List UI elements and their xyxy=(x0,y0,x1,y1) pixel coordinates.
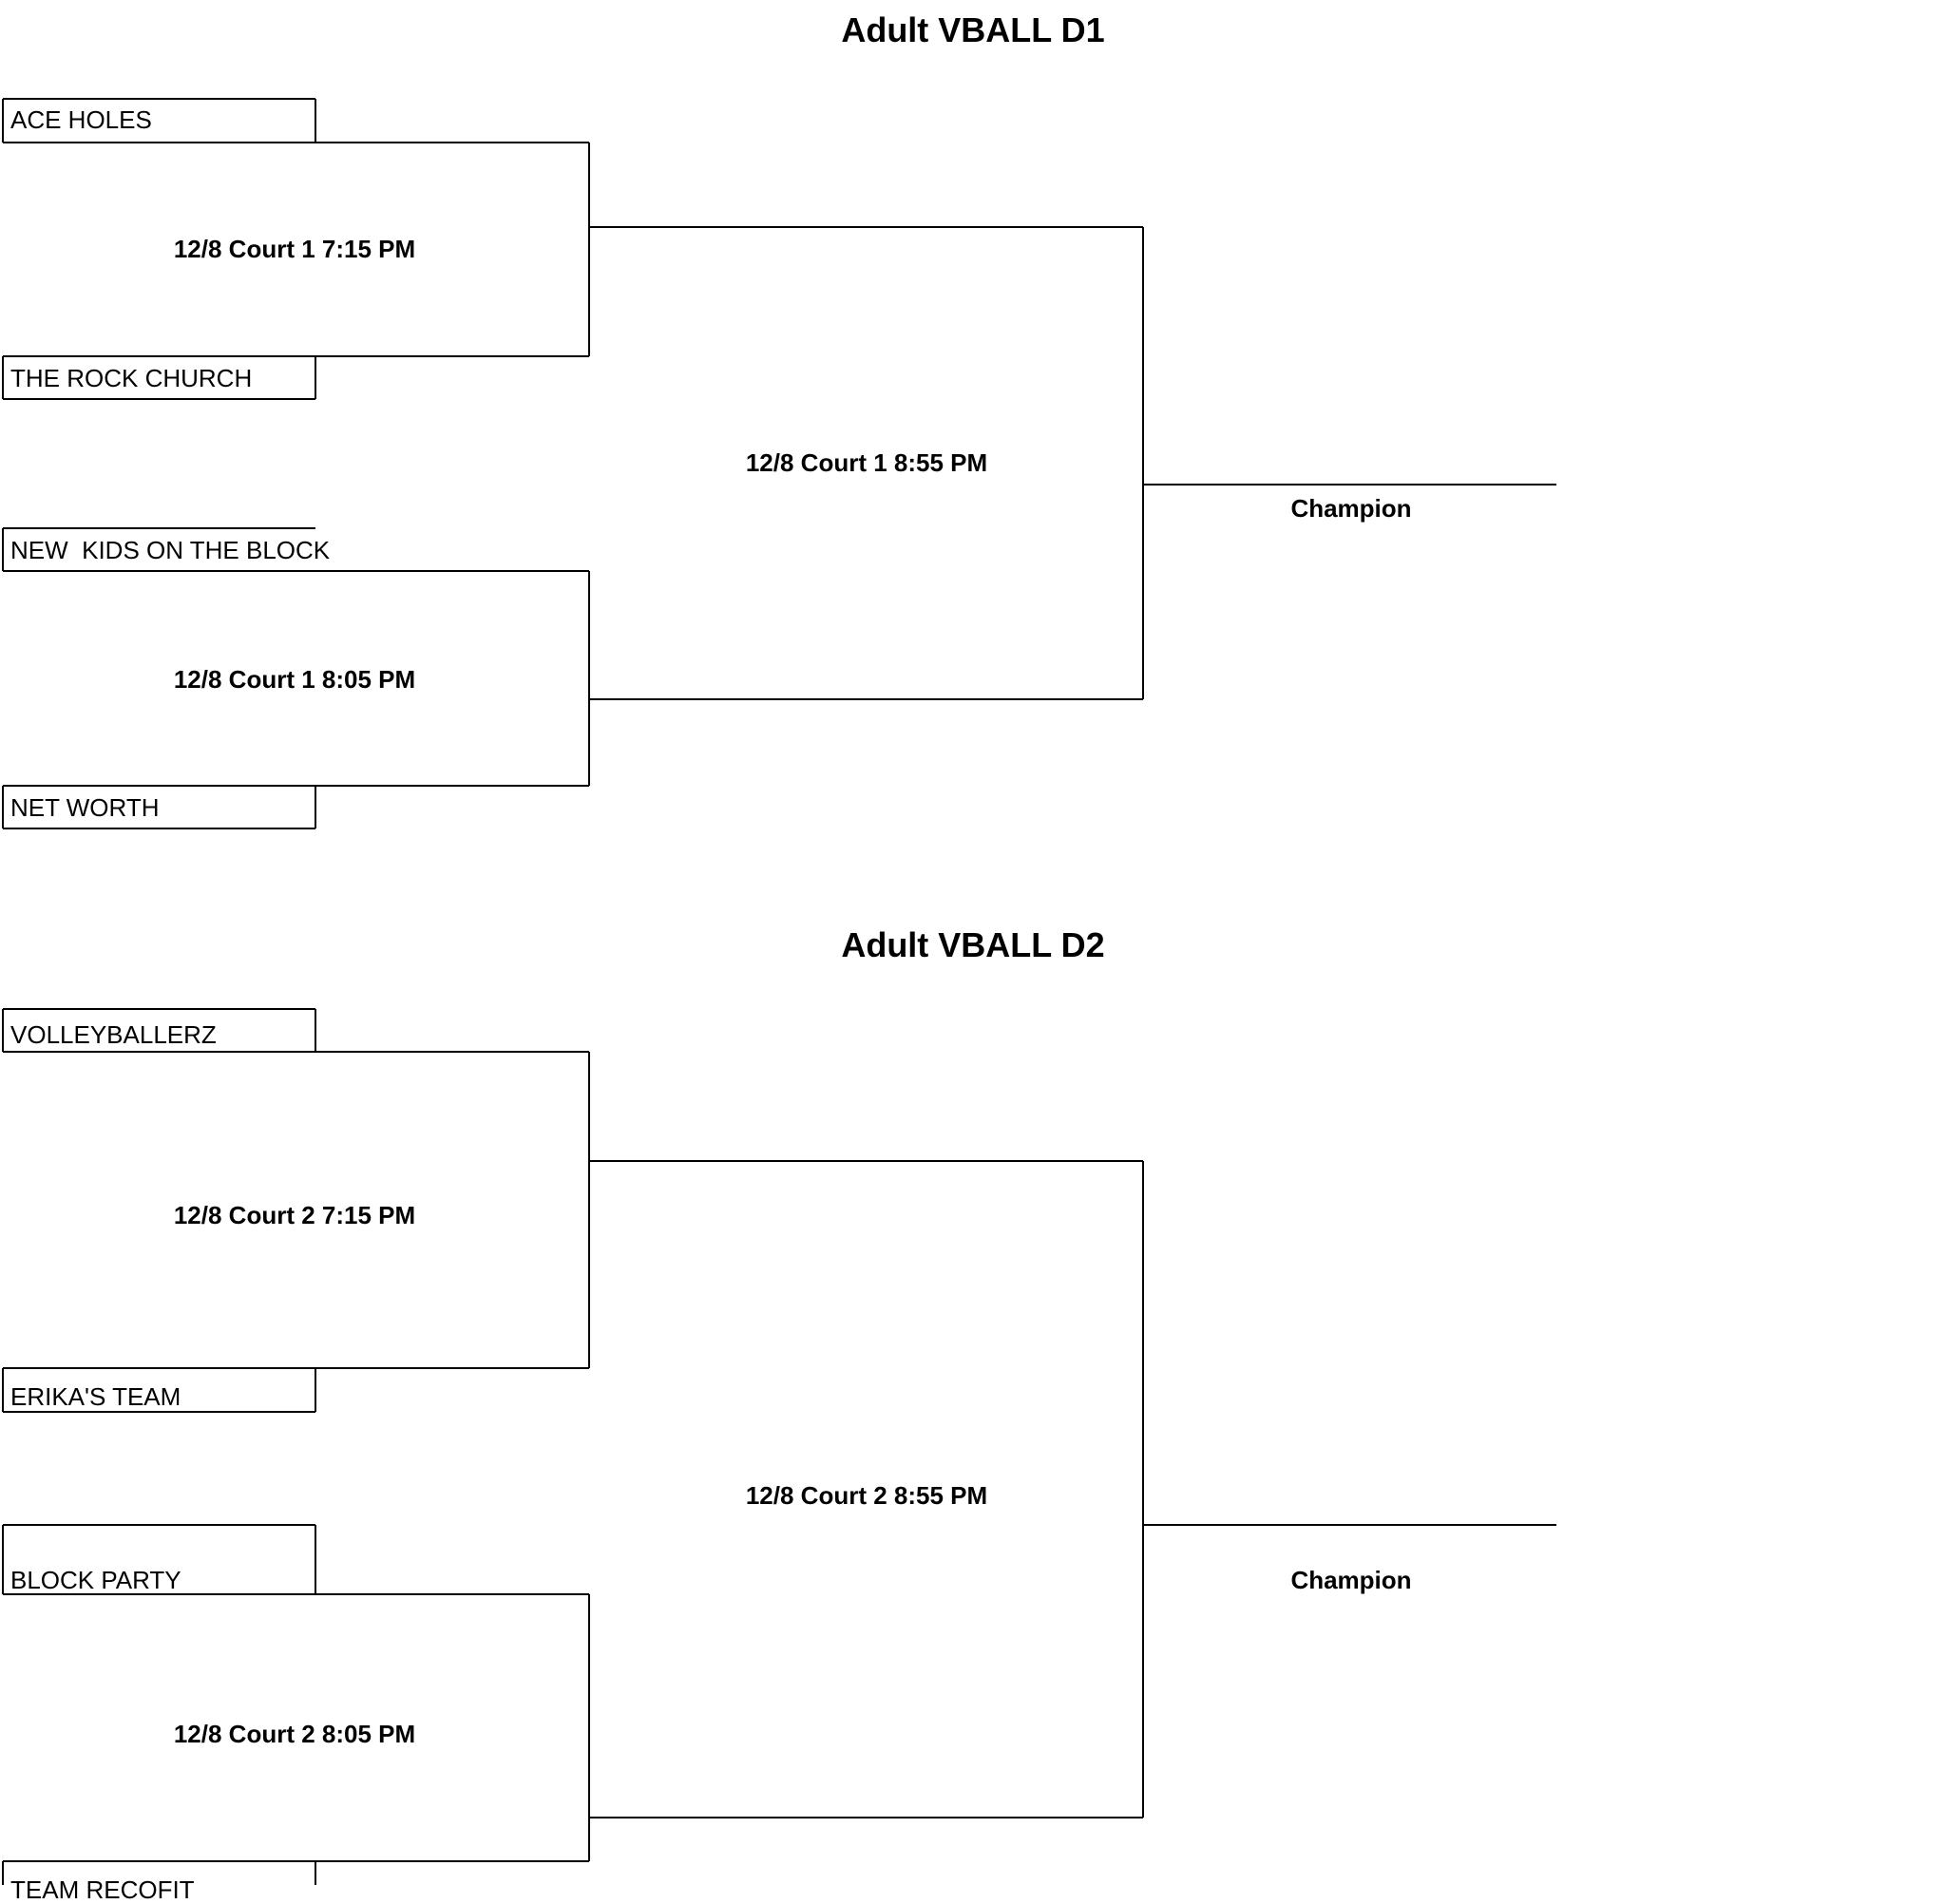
team-slot-d2-2: ERIKA'S TEAM xyxy=(10,1382,181,1411)
final-label-d1: 12/8 Court 1 8:55 PM xyxy=(745,448,988,477)
team-slot-d2-4: TEAM RECOFIT xyxy=(10,1875,195,1904)
team-slot-d2-3: BLOCK PARTY xyxy=(10,1566,181,1594)
semifinal-label-d1-2: 12/8 Court 1 8:05 PM xyxy=(173,665,416,694)
bracket-title-d2: Adult VBALL D2 xyxy=(841,925,1105,964)
semifinal-label-d2-2: 12/8 Court 2 8:05 PM xyxy=(173,1720,416,1748)
team-slot-d1-4: NET WORTH xyxy=(10,793,160,822)
champion-label-d1: Champion xyxy=(1290,494,1412,523)
team-slot-d1-2: THE ROCK CHURCH xyxy=(10,364,253,392)
semifinal-label-d1-1: 12/8 Court 1 7:15 PM xyxy=(173,235,416,263)
bracket-title-d1: Adult VBALL D1 xyxy=(841,10,1105,49)
final-label-d2: 12/8 Court 2 8:55 PM xyxy=(745,1481,988,1510)
semifinal-label-d2-1: 12/8 Court 2 7:15 PM xyxy=(173,1201,416,1229)
team-slot-d1-1: ACE HOLES xyxy=(10,105,152,134)
champion-label-d2: Champion xyxy=(1290,1566,1412,1594)
team-slot-d1-3: NEW KIDS ON THE BLOCK xyxy=(10,536,331,564)
team-slot-d2-1: VOLLEYBALLERZ xyxy=(10,1020,217,1049)
